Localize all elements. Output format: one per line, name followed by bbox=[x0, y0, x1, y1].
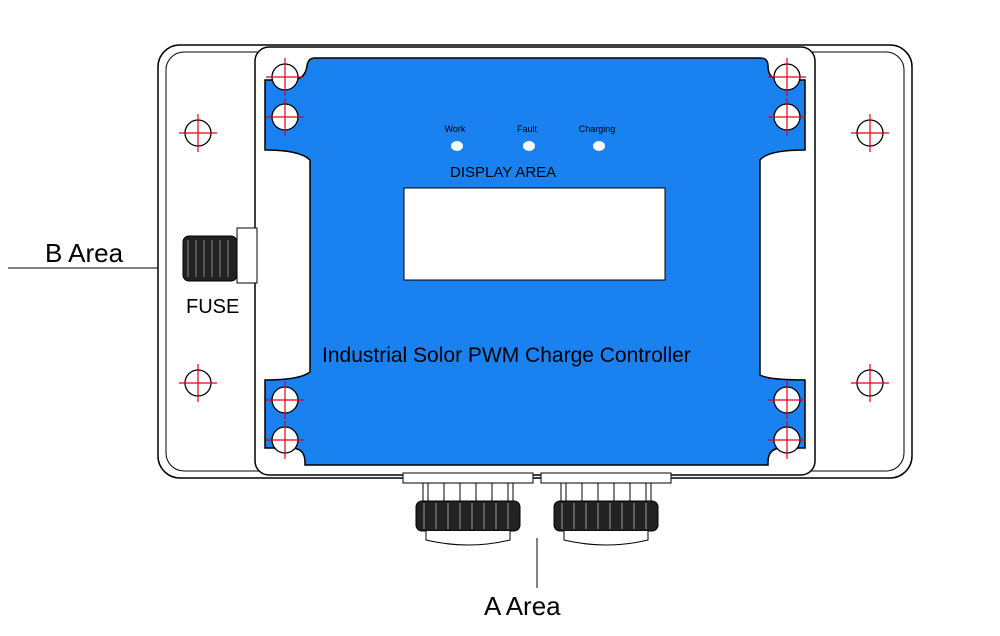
mounting-hole-icon bbox=[768, 381, 806, 419]
fuse-label: FUSE bbox=[186, 296, 239, 318]
mounting-hole-icon bbox=[768, 98, 806, 136]
cable-glands bbox=[402, 472, 672, 546]
mounting-holes bbox=[179, 58, 889, 459]
status-leds: Work Fault Charging bbox=[445, 124, 616, 151]
mounting-hole-icon bbox=[179, 114, 217, 152]
led-indicator bbox=[451, 141, 463, 151]
led-label: Charging bbox=[579, 124, 616, 134]
product-name-label: Industrial Solor PWM Charge Controller bbox=[322, 344, 691, 367]
cable-gland bbox=[540, 472, 672, 546]
led-indicator bbox=[523, 141, 535, 151]
mounting-hole-icon bbox=[179, 364, 217, 402]
mounting-hole-icon bbox=[768, 58, 806, 96]
led-label: Work bbox=[445, 124, 466, 134]
mounting-hole-icon bbox=[266, 58, 304, 96]
mounting-hole-icon bbox=[266, 98, 304, 136]
display-area-label: DISPLAY AREA bbox=[450, 164, 556, 181]
a-area-label: A Area bbox=[484, 591, 561, 621]
led-indicator bbox=[593, 141, 605, 151]
b-area-label: B Area bbox=[45, 238, 124, 268]
lcd-display-window bbox=[403, 187, 666, 281]
mounting-hole-icon bbox=[851, 114, 889, 152]
mounting-hole-icon bbox=[266, 421, 304, 459]
led-label: Fault bbox=[517, 124, 538, 134]
mounting-hole-icon bbox=[851, 364, 889, 402]
mounting-hole-icon bbox=[266, 381, 304, 419]
mounting-plate bbox=[157, 44, 913, 479]
cable-gland bbox=[402, 472, 534, 546]
fuse-holder bbox=[182, 227, 258, 284]
mounting-hole-icon bbox=[768, 421, 806, 459]
